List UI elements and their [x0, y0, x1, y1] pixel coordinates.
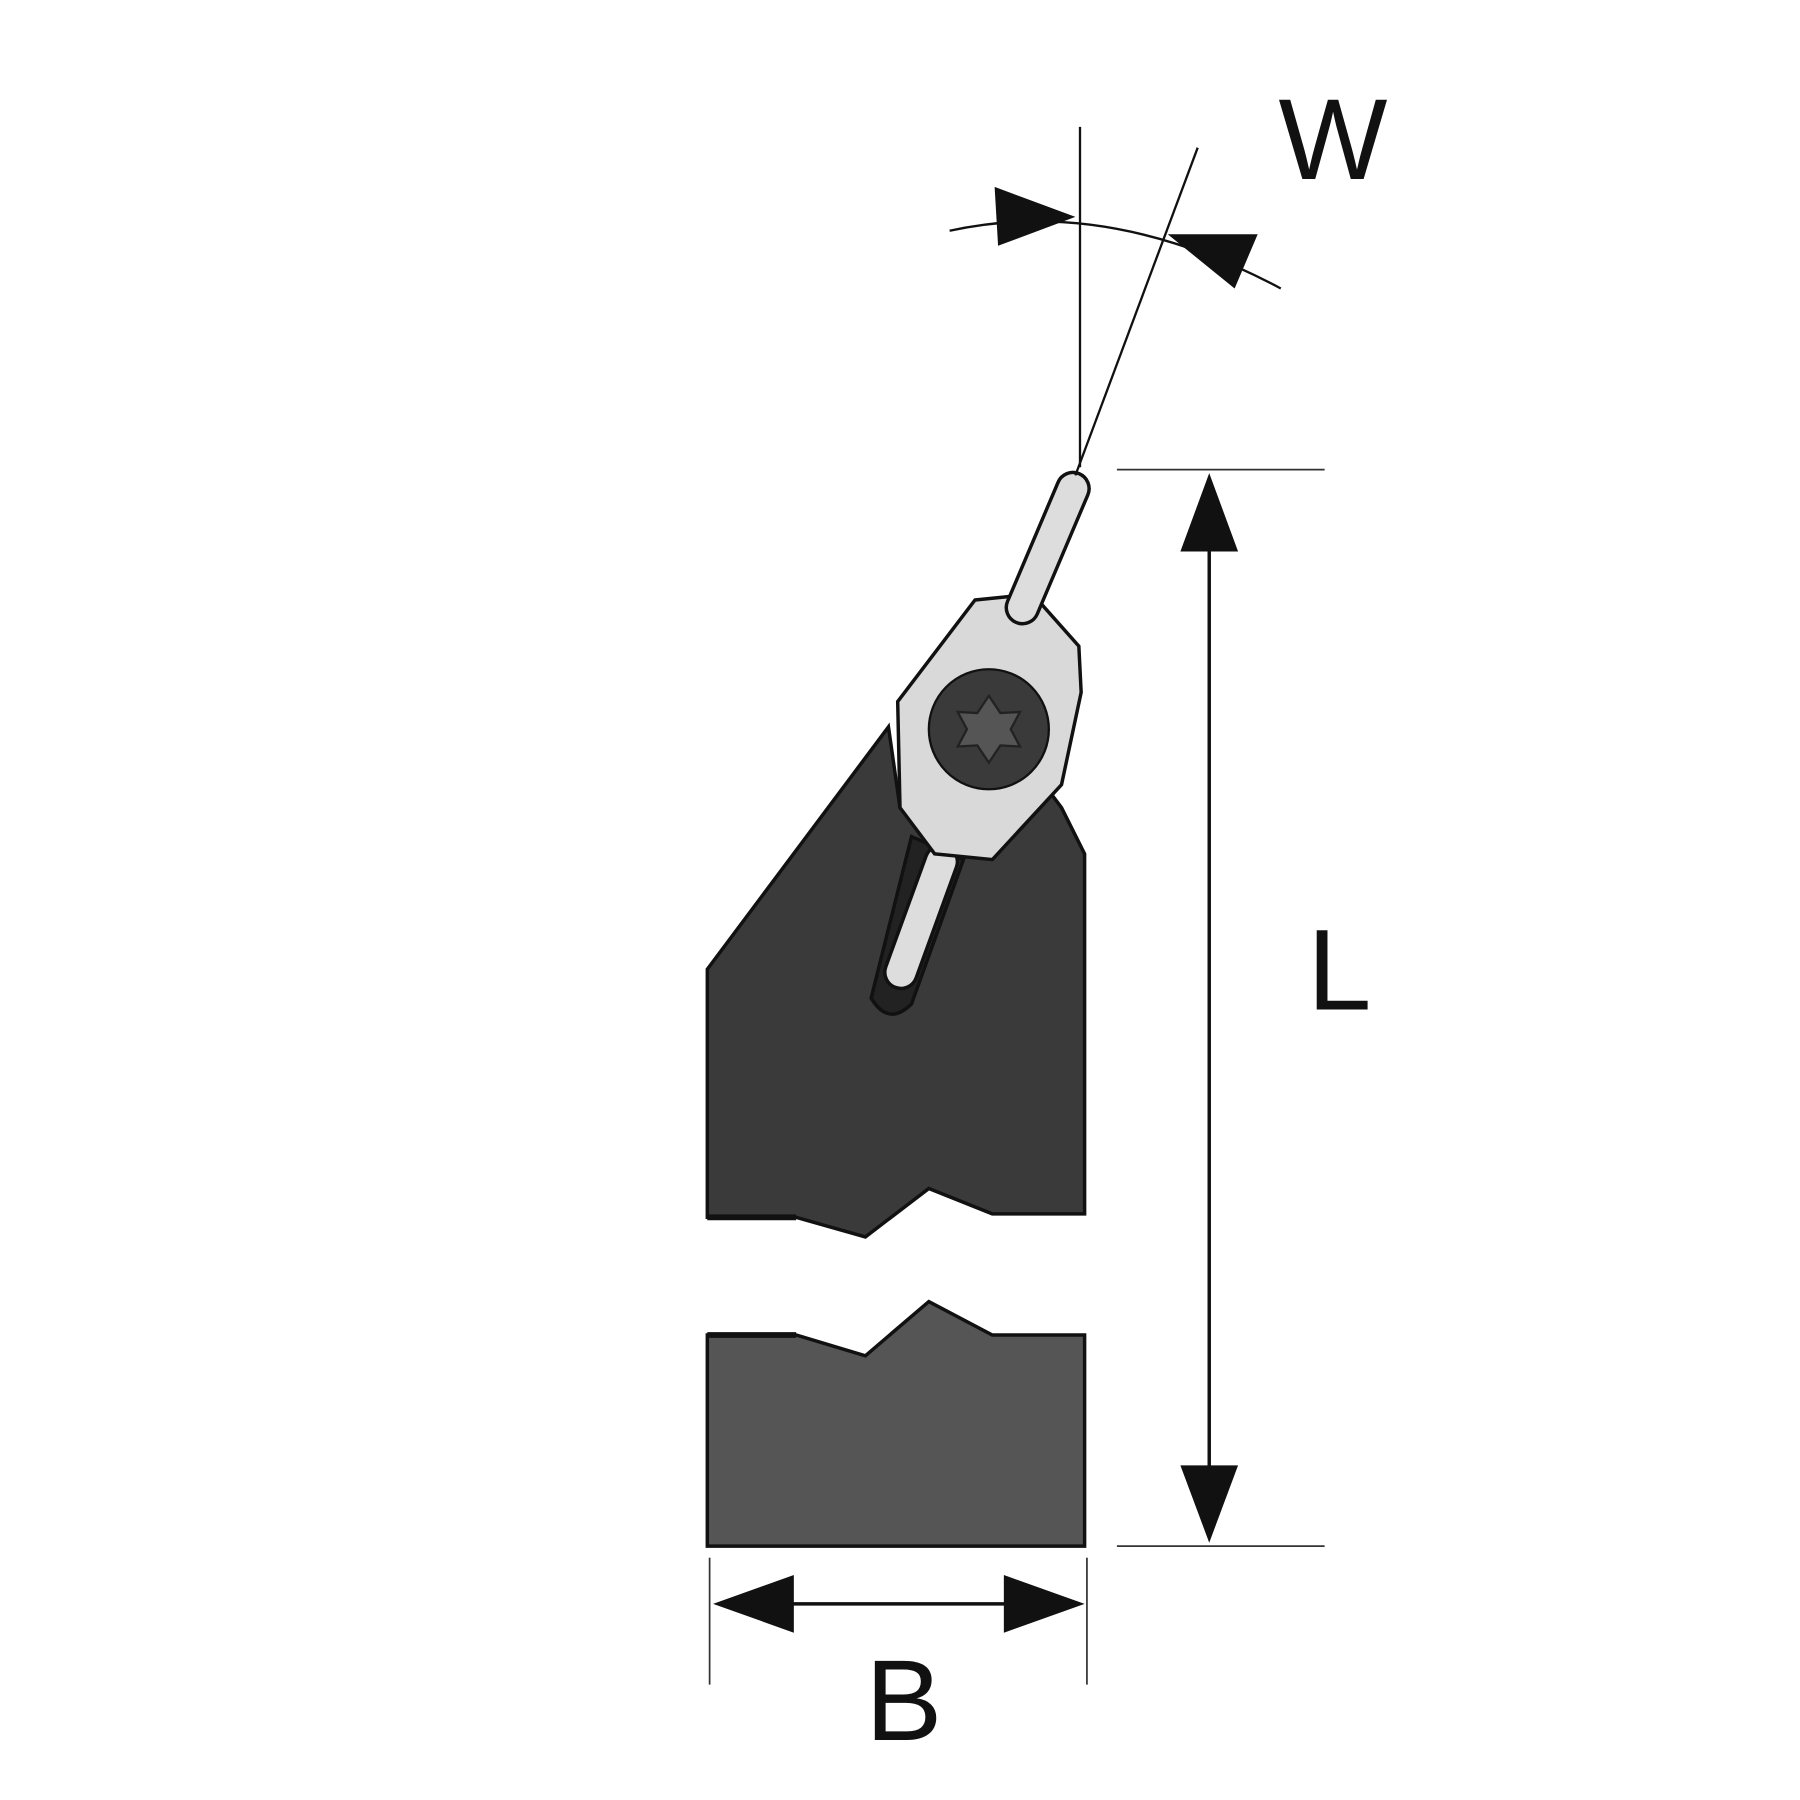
torx-icon [955, 693, 1022, 765]
b-arrow-right [1003, 1575, 1085, 1633]
b-arrow-left [713, 1575, 794, 1633]
l-arrow-bottom [1180, 1465, 1239, 1543]
label-b: B [865, 1637, 942, 1765]
w-angle-ref [1074, 147, 1199, 476]
w-arrow-right [1167, 234, 1258, 289]
label-l: L [1307, 907, 1371, 1035]
label-w: W [1278, 76, 1387, 204]
l-arrow-top [1180, 473, 1239, 552]
w-arrow-left [994, 186, 1076, 246]
upper-insert-tip [1004, 470, 1091, 626]
holder-body-lower [705, 1299, 1087, 1548]
